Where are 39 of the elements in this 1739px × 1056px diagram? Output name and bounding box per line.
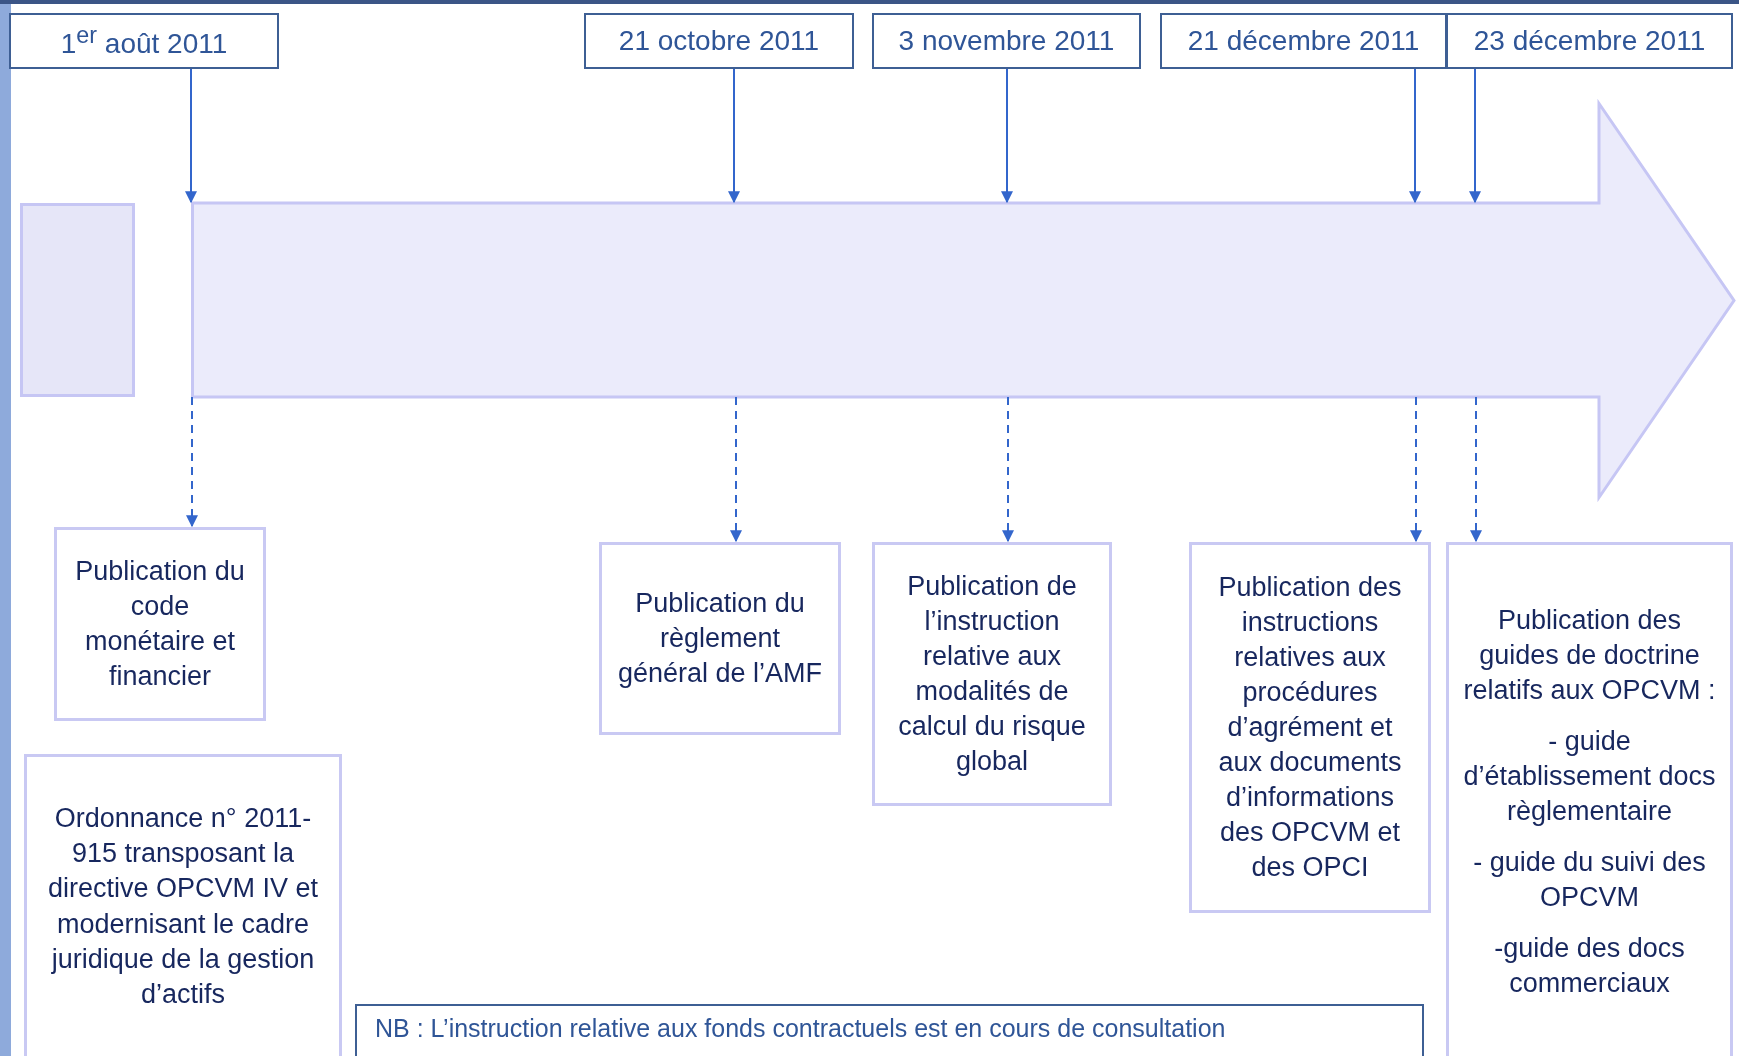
- arrow: [728, 68, 740, 204]
- text-box: [54, 527, 266, 721]
- note-box: [355, 1004, 1424, 1056]
- text-box: [599, 542, 841, 735]
- text-box: [872, 542, 1112, 806]
- date-box: [1160, 13, 1447, 69]
- arrow: [1002, 396, 1014, 543]
- date-label: 21 décembre 2011: [1187, 25, 1420, 57]
- arrow: [186, 396, 198, 528]
- arrow: [1469, 68, 1481, 204]
- timeline-arrow: [191, 102, 1736, 499]
- box-text: Ordonnance n° 2011-915 transposant la directive OPCVM IV et modernisant le cadre juridique de la gestion d’actifs: [46, 802, 320, 1011]
- arrow: [1410, 396, 1422, 543]
- text-box: [1189, 542, 1431, 913]
- text-box: [1446, 542, 1733, 1056]
- box-text: Publication de l’instruction relative aux modalités de calcul du risque global: [897, 569, 1087, 779]
- arrow: [1409, 68, 1421, 204]
- date-box: [872, 13, 1141, 69]
- date-box: [1446, 13, 1733, 69]
- box-text: Publication des guides de doctrine relatifs aux OPCVM :: [1462, 603, 1717, 707]
- box-text: - guide du suivi des OPCVM: [1472, 846, 1707, 915]
- shaded-square: [20, 203, 135, 397]
- box-text: Publication des instructions relatives aux procédures d’agrément et aux documents d’informations des OPCVM et des OPCI: [1217, 570, 1403, 885]
- date-label: 23 décembre 2011: [1473, 25, 1706, 57]
- note-text: NB : L’instruction relative aux fonds contractuels est en cours de consultation: [375, 1014, 1226, 1043]
- date-label: 1$^{er}$ août 2011: [60, 21, 228, 61]
- box-text: Publication du code monétaire et financier: [74, 554, 246, 694]
- box-text: -guide des docs commerciaux: [1493, 932, 1686, 1001]
- text-box: [24, 754, 342, 1056]
- date-label: 3 novembre 2011: [898, 25, 1115, 57]
- arrow: [185, 68, 197, 204]
- arrow: [1001, 68, 1013, 204]
- date-box: [584, 13, 854, 69]
- date-box: [9, 13, 279, 69]
- box-text: Publication du règlement général de l’AMF: [616, 586, 824, 691]
- date-label: 21 octobre 2011: [618, 25, 820, 57]
- box-text: - guide d’établissement docs règlementaire: [1462, 724, 1717, 828]
- arrow: [1470, 396, 1482, 543]
- arrow: [730, 396, 742, 543]
